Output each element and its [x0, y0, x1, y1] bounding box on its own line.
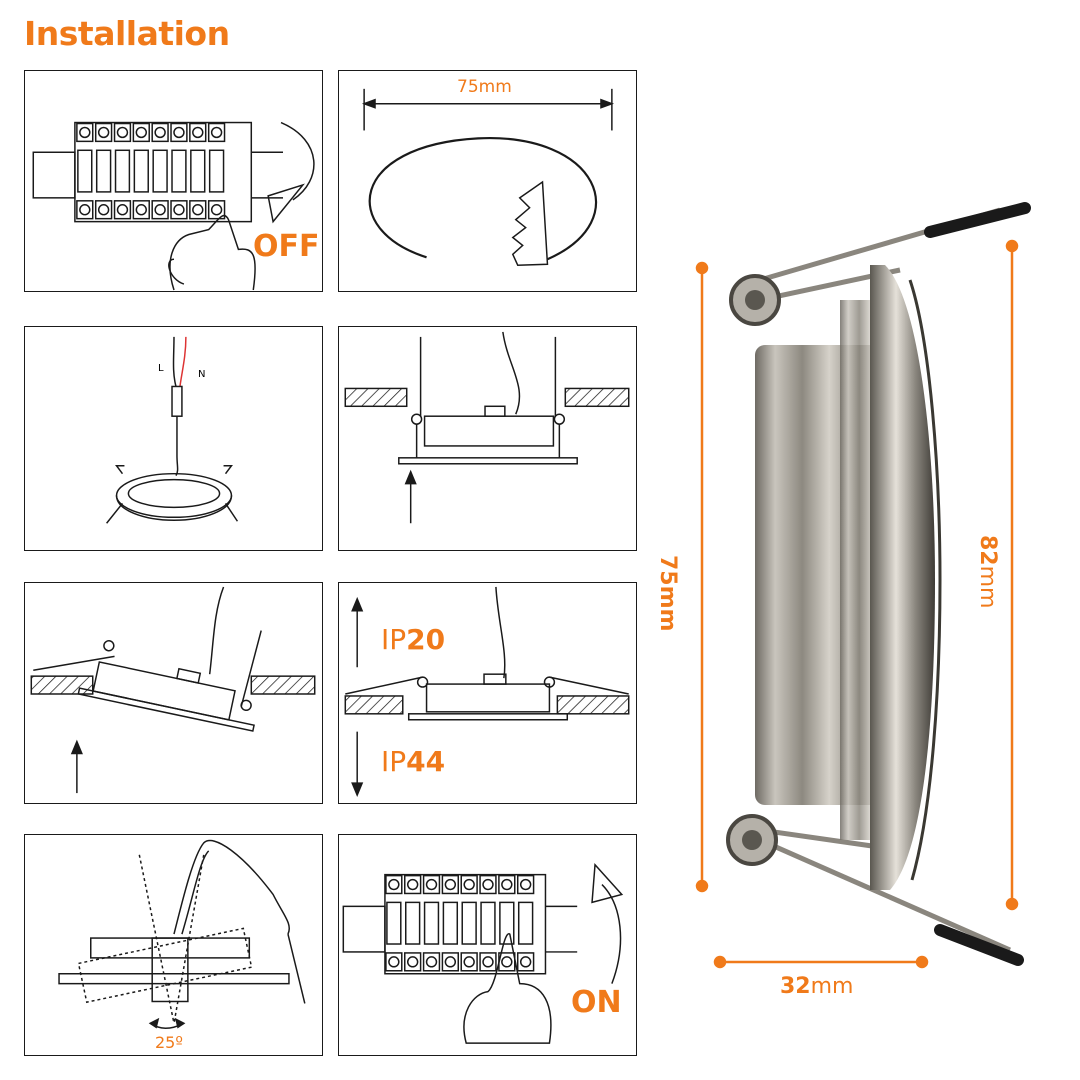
neutral-wire-label: N — [198, 369, 206, 380]
panel-insert-ceiling — [338, 326, 637, 551]
live-wire-label: L — [158, 363, 164, 374]
page-title: Installation — [24, 14, 230, 53]
panel-tilt-insert — [24, 582, 323, 804]
tilt-angle-label: 25º — [155, 1033, 183, 1052]
depth-unit: mm — [810, 974, 854, 999]
panel-switch-on: ON — [338, 834, 637, 1056]
cutout-diagram — [361, 88, 615, 266]
height-left-value: 75mm — [655, 555, 680, 632]
cutout-dimension: 75mm — [457, 77, 512, 97]
panel-wiring: L N — [24, 326, 323, 551]
depth-label: 32mm — [780, 974, 854, 999]
panel-ip-rating: IP20 IP44 — [338, 582, 637, 804]
ip-bottom-value: 44 — [406, 745, 446, 778]
insert-ceiling-diagram — [344, 331, 630, 524]
height-right-label: 82mm — [975, 535, 1000, 609]
ip-top-prefix: IP — [381, 623, 407, 656]
panel-switch-off: OFF — [24, 70, 323, 292]
ip-rating-diagram — [344, 586, 630, 798]
terminal-block-on-diagram — [342, 862, 624, 1044]
on-label: ON — [571, 985, 622, 1020]
lamp-wiring-diagram — [106, 336, 239, 524]
ip-bottom-prefix: IP — [381, 745, 407, 778]
panel-tilt-angle: 25º — [24, 834, 323, 1056]
product-side-view — [640, 190, 1080, 990]
panel-cutout-size: 75mm — [338, 70, 637, 292]
ip-top-value: 20 — [406, 623, 446, 656]
ip-top-rating: IP20 — [381, 623, 445, 656]
off-label: OFF — [253, 229, 320, 264]
tilt-angle-diagram — [58, 839, 306, 1029]
height-right-value: 82 — [975, 535, 1000, 566]
downlight-side-illustration — [695, 202, 1031, 969]
ip-bottom-rating: IP44 — [381, 745, 445, 778]
height-left-label: 75mm — [655, 555, 680, 631]
tilt-insert-diagram — [30, 586, 316, 794]
depth-value: 32 — [780, 974, 811, 999]
height-right-unit: mm — [975, 565, 1000, 609]
terminal-block-diagram — [32, 121, 315, 291]
